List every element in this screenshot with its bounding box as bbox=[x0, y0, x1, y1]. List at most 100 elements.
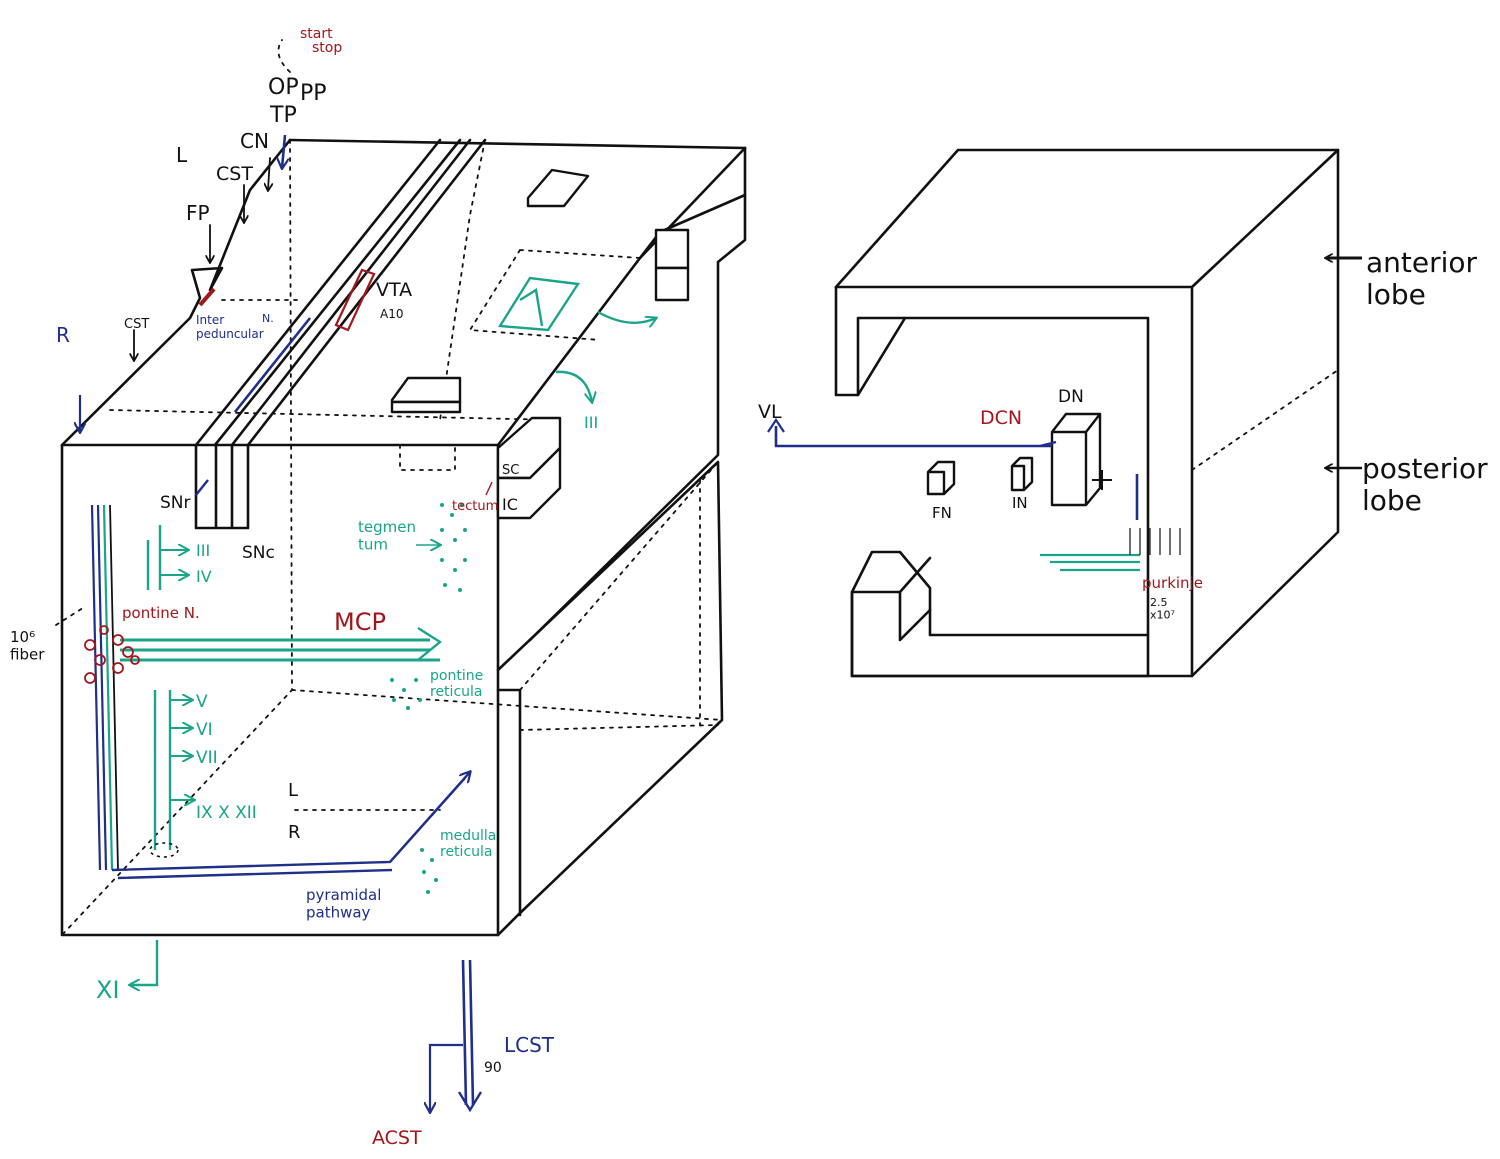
label-op: OP bbox=[268, 75, 299, 100]
label-tract-iii: III bbox=[584, 413, 598, 432]
dcn-arrowhead bbox=[767, 418, 1057, 448]
sn-groove-2 bbox=[213, 138, 462, 447]
tectum-rhombus bbox=[497, 276, 581, 332]
label-nucleus-iii: III bbox=[196, 541, 210, 560]
xi-nerve bbox=[130, 940, 159, 985]
sn-front-cut bbox=[194, 443, 250, 530]
cn-arrow bbox=[282, 134, 285, 168]
hidden-edge-6 bbox=[109, 409, 561, 421]
cb-upper-lip bbox=[834, 285, 1150, 637]
label-in: IN bbox=[1012, 494, 1028, 512]
label-fn: FN bbox=[932, 504, 952, 522]
label-tectum: tectum bbox=[452, 499, 498, 514]
hidden-edge-13 bbox=[399, 444, 456, 471]
label-interpeduncular-n: N. bbox=[262, 312, 274, 325]
label-mcp: MCP bbox=[334, 608, 386, 636]
labels: start stop OP PP TP CN L CST FP CST R In… bbox=[10, 26, 1488, 1149]
hidden-edge-8 bbox=[519, 461, 719, 691]
label-nucleus-iv: IV bbox=[196, 567, 212, 586]
pontine-reticula-dots bbox=[390, 678, 422, 710]
cerebellum-block bbox=[767, 148, 1362, 678]
label-vta: VTA bbox=[376, 279, 412, 301]
mcp-tract bbox=[120, 638, 440, 662]
label-start: start bbox=[300, 26, 333, 42]
cb-lower-lip bbox=[850, 550, 1150, 678]
acst-branch bbox=[430, 1043, 463, 1112]
hidden-edge-7 bbox=[468, 249, 641, 341]
dcn-tract bbox=[774, 426, 1052, 448]
brainstem-block bbox=[60, 138, 747, 937]
label-nucleus-v: V bbox=[196, 692, 208, 712]
right-block-lower bbox=[654, 266, 690, 302]
top-block-2-front bbox=[390, 400, 462, 414]
label-pp: PP bbox=[300, 81, 327, 106]
cst-vertical-bundle bbox=[90, 504, 108, 871]
label-l-top: L bbox=[176, 143, 188, 167]
cb-lower-step bbox=[898, 590, 932, 642]
label-cst-top: CST bbox=[216, 163, 253, 185]
label-dn: DN bbox=[1058, 387, 1084, 407]
nucleus-column-base bbox=[149, 842, 179, 858]
hidden-edge-9 bbox=[519, 724, 719, 731]
nucleus-column-lower bbox=[153, 690, 172, 850]
label-lcst: LCST bbox=[504, 1033, 555, 1057]
label-ic: IC bbox=[502, 495, 518, 514]
interpeduncular-mark bbox=[198, 287, 216, 307]
label-cst-side: CST bbox=[124, 317, 149, 332]
label-pontine-n: pontine N. bbox=[122, 604, 200, 622]
right-side-upper bbox=[528, 146, 747, 642]
top-block-1 bbox=[526, 168, 590, 208]
tracts bbox=[55, 39, 656, 1113]
label-l-inner: L bbox=[288, 780, 298, 801]
cb-hidden-fissure bbox=[1191, 369, 1339, 471]
cst-vertical-teal bbox=[102, 504, 114, 871]
label-sc: SC bbox=[502, 463, 519, 478]
label-purkinje: purkinje bbox=[1142, 574, 1203, 592]
fn-block bbox=[926, 460, 956, 496]
label-nucleus-vi: VI bbox=[196, 720, 213, 740]
mcp-arrowhead bbox=[417, 626, 443, 661]
label-tp: TP bbox=[269, 103, 297, 128]
sn-groove-1 bbox=[194, 138, 442, 447]
label-cn: CN bbox=[240, 129, 269, 153]
medulla-reticula-dots bbox=[420, 848, 438, 894]
purkinje-dendrites bbox=[1129, 528, 1181, 555]
right-block-upper bbox=[654, 228, 690, 270]
label-r-inner: R bbox=[288, 822, 301, 843]
label-acst: ACST bbox=[372, 1127, 422, 1149]
nucleus-column-iii-iv bbox=[146, 525, 162, 590]
lcst-bundle bbox=[461, 959, 475, 1106]
top-left-profile bbox=[60, 138, 292, 447]
label-nucleus-vii: VII bbox=[196, 748, 218, 768]
label-snc: SNc bbox=[242, 543, 275, 563]
fiber-pointer bbox=[55, 605, 87, 626]
dn-block bbox=[1050, 412, 1102, 507]
label-snr: SNr bbox=[160, 493, 191, 513]
cst-vertical-dark bbox=[109, 504, 119, 871]
purkinje-tick bbox=[1092, 470, 1112, 490]
tectum-outflow-arrow bbox=[597, 310, 656, 323]
lcst-arrowhead bbox=[457, 1091, 483, 1113]
label-stop: stop bbox=[312, 40, 342, 56]
in-block bbox=[1010, 456, 1034, 492]
start-stop-curve bbox=[277, 39, 291, 73]
hidden-edge-2 bbox=[291, 689, 723, 721]
label-nucleus-ix-x-xii: IX X XII bbox=[196, 803, 257, 823]
pyramidal-arrow bbox=[389, 772, 470, 863]
cb-upper-lip-side bbox=[856, 316, 907, 397]
label-fp: FP bbox=[186, 201, 210, 225]
sn-navy-line bbox=[233, 317, 312, 413]
label-xi: XI bbox=[96, 976, 120, 1004]
cst-arrow-2 bbox=[268, 157, 270, 190]
right-side-lower bbox=[496, 460, 724, 937]
right-side-middle-ledge bbox=[496, 688, 522, 917]
